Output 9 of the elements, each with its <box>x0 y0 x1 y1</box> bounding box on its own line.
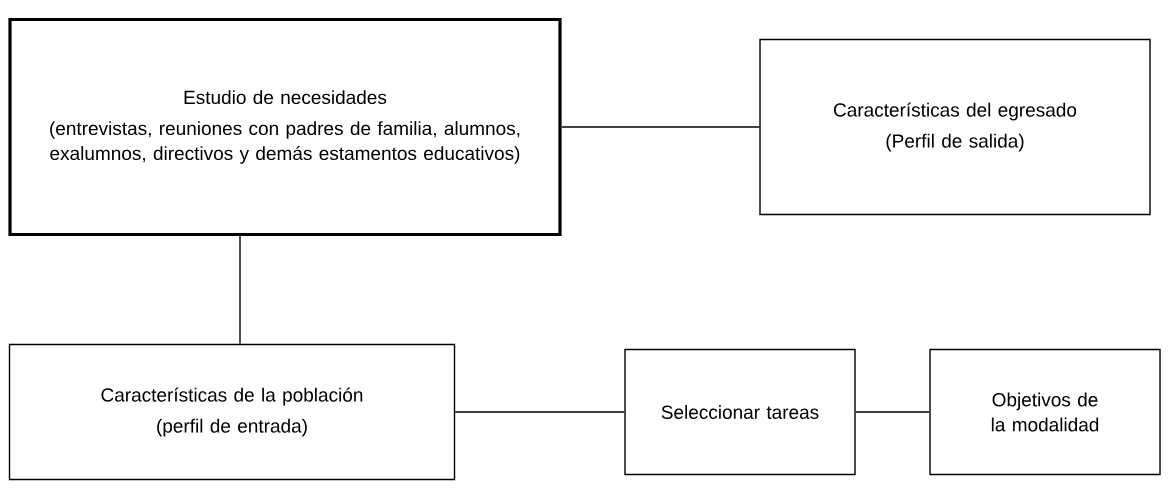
process-box: Características del egresado (Perfil de salida) <box>759 38 1151 216</box>
connector-line <box>239 235 241 345</box>
connector-line <box>855 411 930 413</box>
process-box: Seleccionar tareas <box>624 348 856 476</box>
connector-line <box>454 411 625 413</box>
process-box: Estudio de necesidades (entrevistas, reuniones con padres de familia, alumnos, exalumnos, directivos y demás estamentos educativos) <box>8 17 562 237</box>
connector-line <box>560 126 760 128</box>
process-box: Objetivos de la modalidad <box>929 348 1161 476</box>
process-box: Características de la población (perfil de entrada) <box>8 343 456 481</box>
